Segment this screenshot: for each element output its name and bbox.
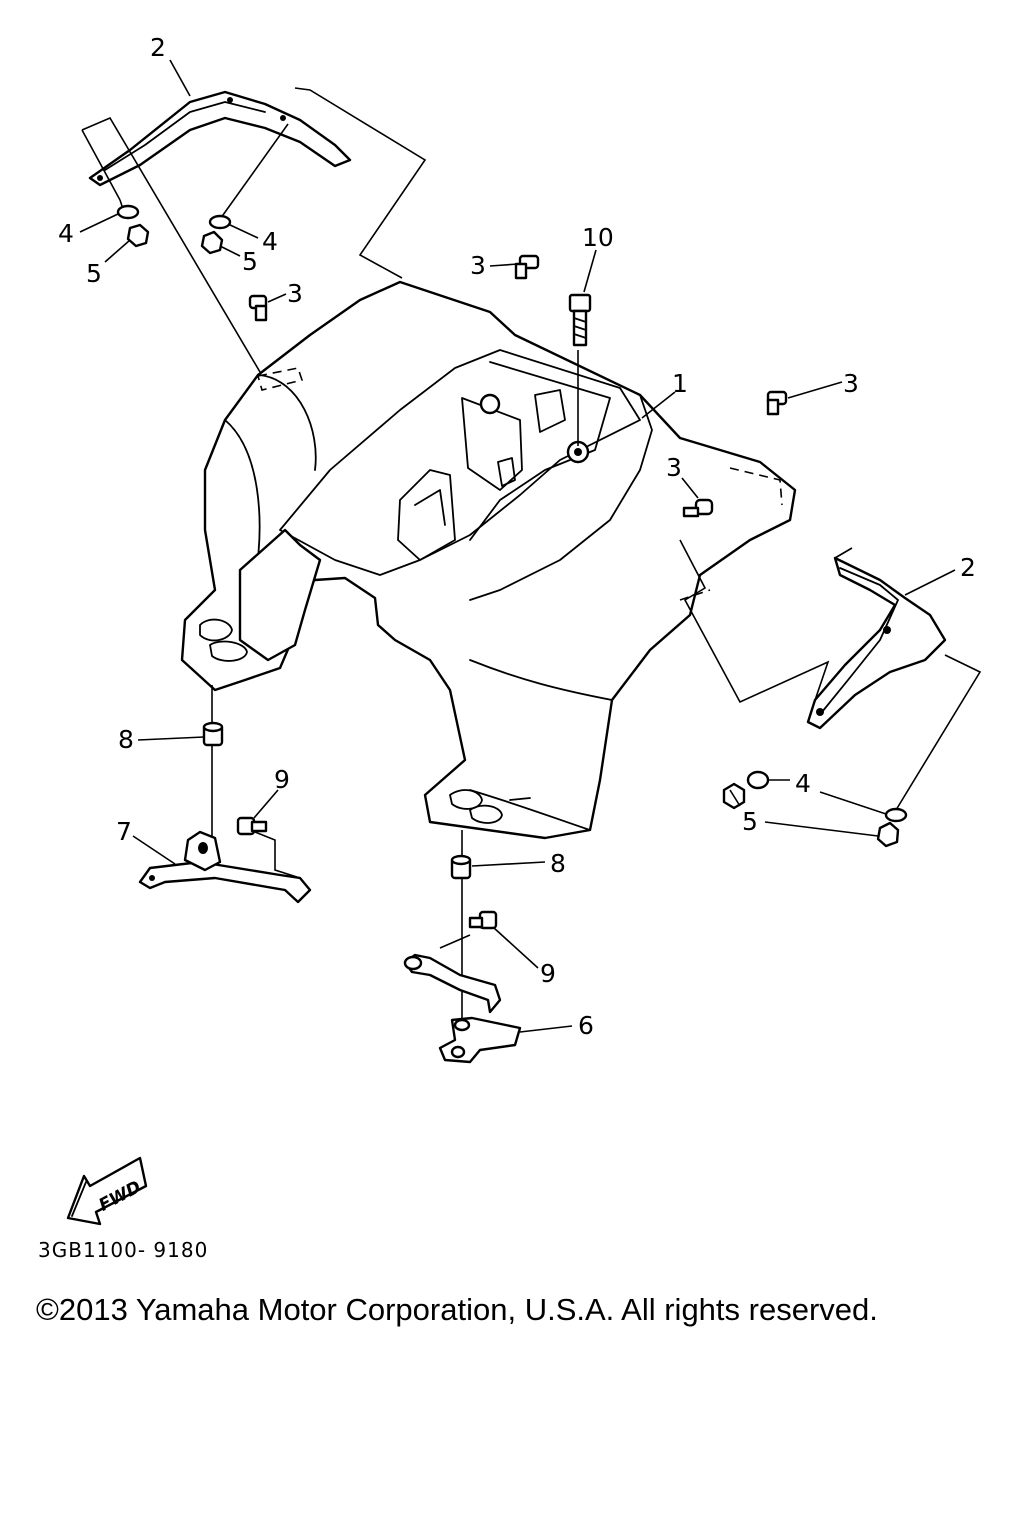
callout-4-right: 4 xyxy=(795,769,811,798)
bracket-6 xyxy=(403,934,522,1064)
callout-4-mid: 4 xyxy=(262,227,278,256)
callout-3-d: 3 xyxy=(666,453,682,482)
callout-1: 1 xyxy=(672,369,688,398)
callout-5-right: 5 xyxy=(742,807,758,836)
callout-4-left: 4 xyxy=(58,219,74,248)
mud-flap-top xyxy=(88,90,352,187)
callout-labels: 2 4 5 4 5 3 3 10 1 3 3 2 4 5 8 9 7 8 9 6 xyxy=(58,33,976,1040)
callout-3-b: 3 xyxy=(287,279,303,308)
callout-2-right: 2 xyxy=(960,553,976,582)
hardware xyxy=(116,204,908,930)
fwd-arrow-icon: FWD xyxy=(66,1156,148,1226)
callout-8-left: 8 xyxy=(118,725,134,754)
callout-9-left: 9 xyxy=(274,765,290,794)
rear-fender xyxy=(180,280,797,840)
copyright-notice: ©2013 Yamaha Motor Corporation, U.S.A. A… xyxy=(36,1292,878,1327)
callout-5-mid: 5 xyxy=(242,247,258,276)
callout-6: 6 xyxy=(578,1011,594,1040)
callout-9-mid: 9 xyxy=(540,959,556,988)
drawing-code: 3GB1100- 9180 xyxy=(38,1238,209,1262)
mud-flap-right xyxy=(806,556,947,730)
callout-5-left: 5 xyxy=(86,259,102,288)
callout-2-top: 2 xyxy=(150,33,166,62)
callout-10: 10 xyxy=(582,223,614,252)
callout-8-mid: 8 xyxy=(550,849,566,878)
callout-leaders xyxy=(79,59,956,1033)
callout-3-c: 3 xyxy=(843,369,859,398)
callout-7: 7 xyxy=(116,817,132,846)
bracket-7 xyxy=(138,830,312,904)
callout-3-a: 3 xyxy=(470,251,486,280)
